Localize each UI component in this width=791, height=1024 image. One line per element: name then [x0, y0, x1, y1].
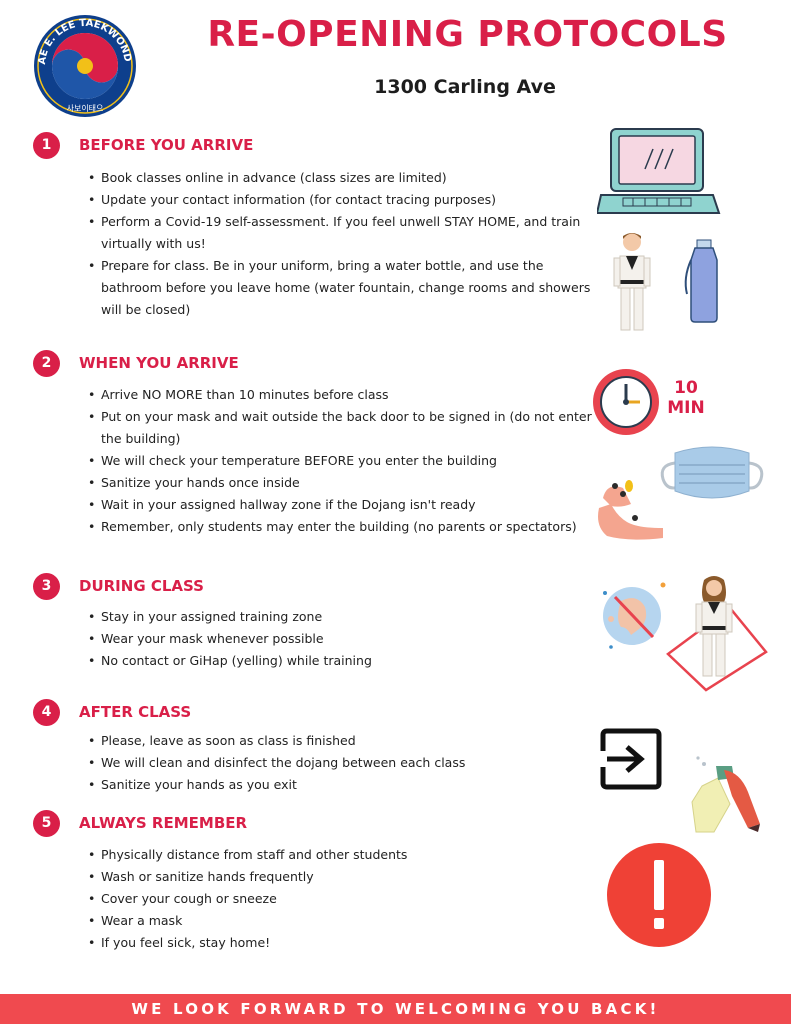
item-list: Book classes online in advance (class si… [33, 167, 593, 321]
alert-icon [607, 843, 711, 947]
list-item: Arrive NO MORE than 10 minutes before cl… [88, 384, 593, 406]
logo-text-bottom: 사보이태으 [67, 103, 104, 113]
item-list: Stay in your assigned training zone Wear… [33, 606, 593, 672]
list-item: Wear a mask [88, 910, 593, 932]
page-title: RE-OPENING PROTOCOLS [207, 14, 728, 55]
item-list: Arrive NO MORE than 10 minutes before cl… [33, 384, 593, 538]
list-item: Remember, only students may enter the bu… [88, 516, 593, 538]
list-item: Sanitize your hands once inside [88, 472, 593, 494]
section-heading: AFTER CLASS [79, 703, 192, 721]
page-subtitle: 1300 Carling Ave [374, 76, 556, 98]
section-when-you-arrive: 2 WHEN YOU ARRIVE Arrive NO MORE than 10… [33, 349, 593, 538]
section-heading: BEFORE YOU ARRIVE [79, 136, 254, 154]
section-number: 5 [33, 809, 60, 837]
section-heading: WHEN YOU ARRIVE [79, 354, 239, 372]
student-icon [666, 576, 768, 692]
list-item: If you feel sick, stay home! [88, 932, 593, 954]
list-item: Physically distance from staff and other… [88, 844, 593, 866]
spray-bottle-icon [691, 756, 760, 833]
ten-minutes-label: 10 MIN [666, 378, 706, 418]
clock-icon [593, 369, 659, 435]
list-item: Book classes online in advance (class si… [88, 167, 593, 189]
student-icon [613, 233, 651, 331]
list-item: Wash or sanitize hands frequently [88, 866, 593, 888]
list-item: Put on your mask and wait outside the ba… [88, 406, 593, 450]
section-number: 2 [33, 349, 60, 377]
section-during-class: 3 DURING CLASS Stay in your assigned tra… [33, 572, 593, 672]
list-item: We will clean and disinfect the dojang b… [88, 752, 593, 774]
footer-banner: WE LOOK FORWARD TO WELCOMING YOU BACK! [0, 994, 791, 1024]
item-list: Physically distance from staff and other… [33, 844, 593, 954]
list-item: Sanitize your hands as you exit [88, 774, 593, 796]
list-item: Wear your mask whenever possible [88, 628, 593, 650]
section-always-remember: 5 ALWAYS REMEMBER Physically distance fr… [33, 809, 593, 954]
item-list: Please, leave as soon as class is finish… [33, 730, 593, 796]
section-number: 1 [33, 131, 60, 159]
list-item: Update your contact information (for con… [88, 189, 593, 211]
list-item: Cover your cough or sneeze [88, 888, 593, 910]
list-item: No contact or GiHap (yelling) while trai… [88, 650, 593, 672]
list-item: Stay in your assigned training zone [88, 606, 593, 628]
hand-sanitizer-icon [598, 480, 663, 540]
clock-label-number: 10 [674, 378, 698, 398]
list-item: We will check your temperature BEFORE yo… [88, 450, 593, 472]
no-yelling-icon [603, 582, 666, 649]
section-number: 4 [33, 698, 60, 726]
clock-label-unit: MIN [667, 398, 705, 418]
exit-icon [600, 728, 662, 790]
list-item: Wait in your assigned hallway zone if th… [88, 494, 593, 516]
list-item: Perform a Covid-19 self-assessment. If y… [88, 211, 593, 255]
list-item: Please, leave as soon as class is finish… [88, 730, 593, 752]
section-after-class: 4 AFTER CLASS Please, leave as soon as c… [33, 698, 593, 796]
list-item: Prepare for class. Be in your uniform, b… [88, 255, 593, 321]
laptop-icon [597, 128, 721, 214]
section-before-you-arrive: 1 BEFORE YOU ARRIVE Book classes online … [33, 131, 593, 321]
face-mask-icon [660, 446, 764, 499]
taekwondo-logo: TAE E. LEE TAEKWONDO 사보이태으 [33, 14, 136, 117]
water-bottle-icon [684, 239, 718, 323]
section-heading: DURING CLASS [79, 577, 204, 595]
section-number: 3 [33, 572, 60, 600]
section-heading: ALWAYS REMEMBER [79, 814, 248, 832]
